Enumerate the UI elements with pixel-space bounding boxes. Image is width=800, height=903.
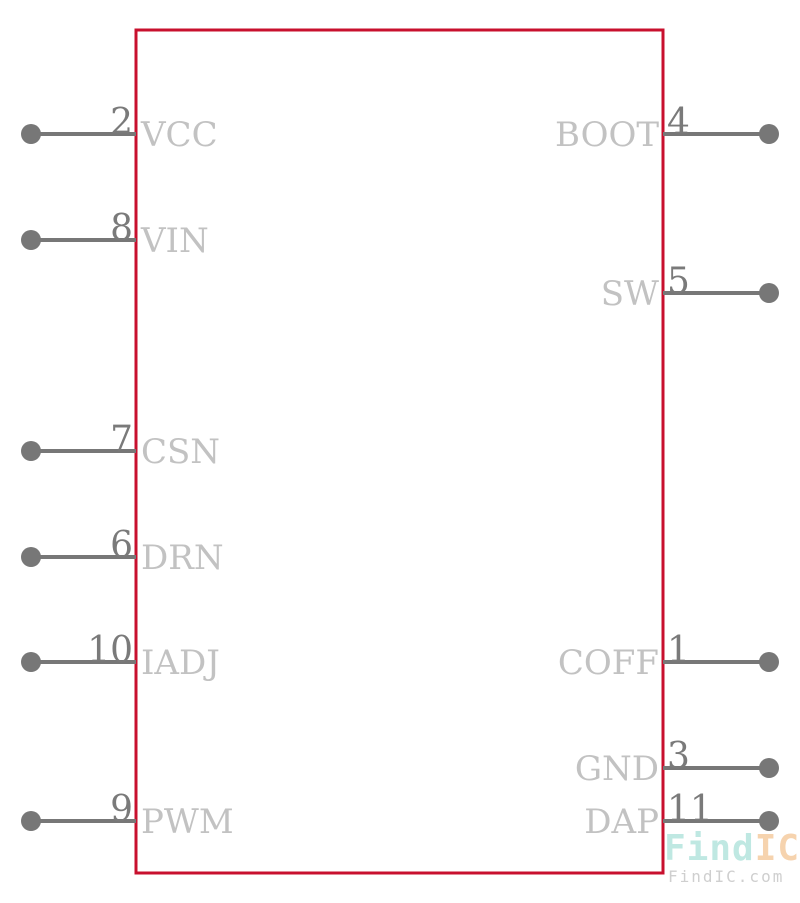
- pin-number: 8: [110, 208, 133, 249]
- pin-number: 2: [110, 102, 133, 143]
- pin-right-11[interactable]: 11 DAP: [584, 789, 779, 842]
- pin-number: 7: [110, 419, 133, 460]
- pin-left-6[interactable]: 6 DRN: [21, 525, 224, 578]
- watermark: FindIC FindIC.com: [664, 828, 800, 886]
- pin-number: 6: [110, 525, 133, 566]
- pin-number: 3: [667, 736, 690, 777]
- pin-endpoint[interactable]: [21, 811, 41, 831]
- pin-endpoint[interactable]: [759, 124, 779, 144]
- pin-left-10[interactable]: 10 IADJ: [21, 630, 220, 683]
- pin-label: PWM: [141, 802, 234, 842]
- pin-right-5[interactable]: 5 SW: [601, 261, 779, 314]
- pin-left-9[interactable]: 9 PWM: [21, 789, 234, 842]
- pin-left-7[interactable]: 7 CSN: [21, 419, 220, 472]
- pin-left-8[interactable]: 8 VIN: [21, 208, 209, 261]
- pin-label: VCC: [140, 115, 218, 155]
- pin-left-2[interactable]: 2 VCC: [21, 102, 218, 155]
- pin-endpoint[interactable]: [759, 811, 779, 831]
- pin-endpoint[interactable]: [21, 652, 41, 672]
- pin-number: 10: [87, 630, 133, 671]
- pin-endpoint[interactable]: [21, 547, 41, 567]
- pin-label: COFF: [558, 643, 659, 683]
- svg-text:FindIC: FindIC: [664, 828, 800, 869]
- pin-label: SW: [601, 274, 659, 314]
- pin-label: IADJ: [141, 643, 220, 683]
- pin-number: 11: [667, 789, 713, 830]
- pin-number: 9: [110, 789, 133, 830]
- pin-endpoint[interactable]: [21, 124, 41, 144]
- pin-label: DRN: [141, 538, 224, 578]
- pin-number: 5: [667, 261, 690, 302]
- pin-label: DAP: [584, 802, 659, 842]
- watermark-ic: IC: [755, 828, 800, 869]
- watermark-domain: FindIC.com: [668, 867, 784, 886]
- pin-label: BOOT: [555, 115, 659, 155]
- pin-label: GND: [575, 749, 659, 789]
- pin-label: CSN: [141, 432, 220, 472]
- pin-right-4[interactable]: 4 BOOT: [555, 102, 779, 155]
- pin-endpoint[interactable]: [759, 652, 779, 672]
- pin-endpoint[interactable]: [21, 230, 41, 250]
- pin-endpoint[interactable]: [759, 758, 779, 778]
- pin-endpoint[interactable]: [759, 283, 779, 303]
- pin-label: VIN: [140, 221, 209, 261]
- pin-right-3[interactable]: 3 GND: [575, 736, 779, 789]
- pin-number: 4: [667, 102, 690, 143]
- pin-right-1[interactable]: 1 COFF: [558, 630, 779, 683]
- pin-number: 1: [667, 630, 690, 671]
- pin-endpoint[interactable]: [21, 441, 41, 461]
- watermark-find: Find: [664, 828, 755, 869]
